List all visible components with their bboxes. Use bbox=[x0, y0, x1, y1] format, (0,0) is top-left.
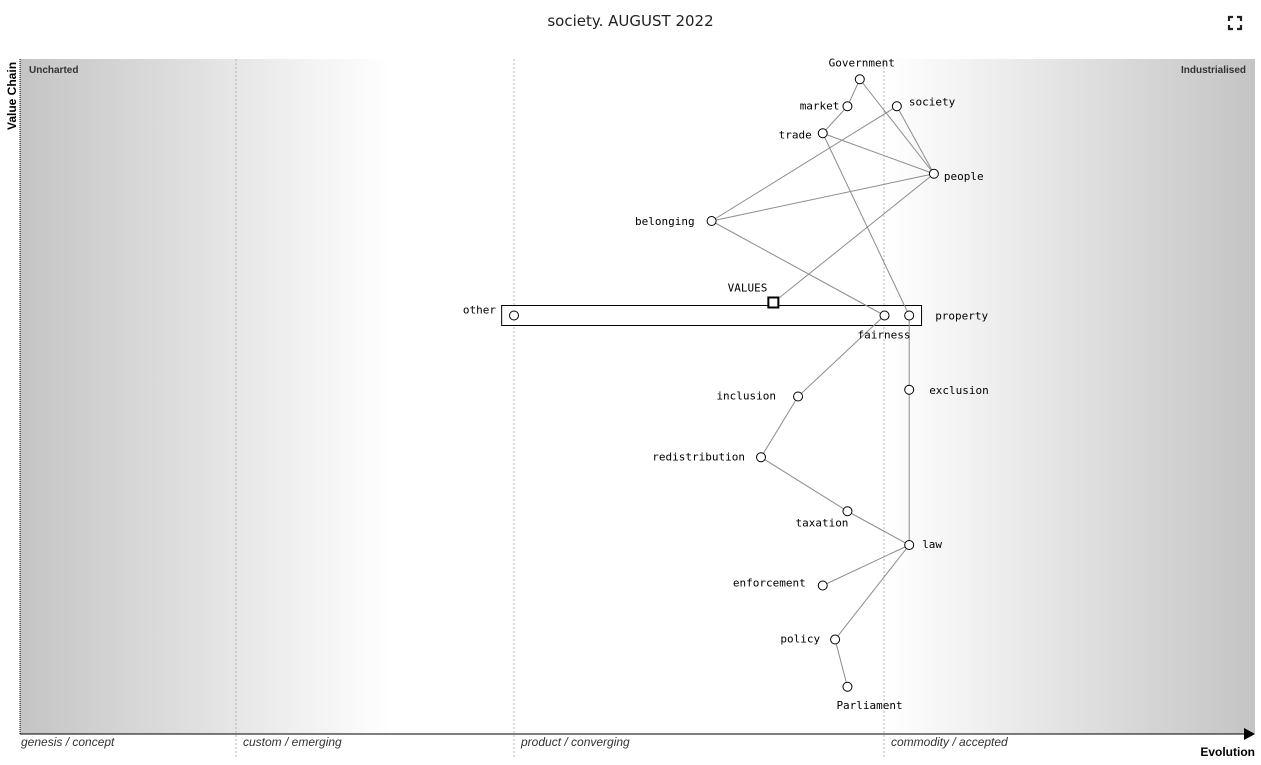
component-label-property: property bbox=[935, 310, 988, 323]
link-society-belonging bbox=[711, 105, 898, 222]
link-society-people bbox=[896, 106, 935, 174]
stage-label-product: product / converging bbox=[520, 735, 630, 749]
dependency-links bbox=[711, 78, 935, 687]
component-redistribution[interactable] bbox=[756, 452, 766, 463]
x-axis-arrow-icon bbox=[1244, 728, 1255, 740]
link-fairness-inclusion bbox=[797, 315, 885, 397]
stage-label-genesis: genesis / concept bbox=[21, 735, 115, 749]
pipeline-label-values: VALUES bbox=[728, 282, 768, 295]
component-label-fairness: fairness bbox=[858, 329, 911, 342]
link-market-trade bbox=[822, 105, 848, 134]
map-title: society. AUGUST 2022 bbox=[547, 12, 714, 30]
component-trade[interactable] bbox=[817, 128, 828, 139]
component-label-exclusion: exclusion bbox=[929, 384, 989, 397]
component-belonging[interactable] bbox=[706, 216, 717, 226]
values-pipeline-box[interactable] bbox=[501, 305, 923, 326]
stage-label-custom: custom / emerging bbox=[243, 735, 342, 749]
component-label-policy: policy bbox=[780, 633, 820, 646]
stage-dividers bbox=[235, 59, 885, 758]
link-government-people bbox=[859, 78, 935, 175]
component-other[interactable] bbox=[509, 310, 519, 321]
y-axis-label: Value Chain bbox=[5, 62, 19, 130]
component-label-redistribution: redistribution bbox=[652, 450, 745, 463]
component-parliament[interactable] bbox=[842, 681, 853, 692]
link-inclusion-redistribution bbox=[760, 396, 799, 458]
link-people-values bbox=[773, 173, 935, 303]
uncharted-label: Uncharted bbox=[29, 65, 78, 76]
component-label-society: society bbox=[909, 95, 956, 108]
component-fairness[interactable] bbox=[879, 310, 890, 321]
component-label-belonging: belonging bbox=[635, 215, 695, 228]
component-label-government: Government bbox=[829, 56, 895, 69]
pipeline-values[interactable] bbox=[767, 296, 780, 309]
component-label-people: people bbox=[944, 170, 984, 183]
stage-label-commodity: commodity / accepted bbox=[891, 735, 1008, 749]
components: Government market society trade people belong… bbox=[463, 56, 989, 712]
component-inclusion[interactable] bbox=[793, 391, 804, 402]
component-society[interactable] bbox=[891, 101, 902, 112]
component-property[interactable] bbox=[904, 310, 915, 321]
component-market[interactable] bbox=[842, 101, 853, 112]
fullscreen-expand-icon[interactable] bbox=[1226, 14, 1244, 32]
map-background bbox=[20, 59, 1255, 734]
link-trade-people bbox=[822, 132, 935, 175]
link-trade-property bbox=[822, 133, 910, 316]
link-policy-parliament bbox=[834, 639, 848, 687]
component-label-law: law bbox=[922, 538, 942, 551]
component-label-parliament: Parliament bbox=[836, 699, 902, 712]
industrialised-label: Industrialised bbox=[1181, 65, 1246, 76]
component-label-trade: trade bbox=[779, 128, 812, 141]
component-label-inclusion: inclusion bbox=[716, 390, 776, 403]
component-enforcement[interactable] bbox=[817, 580, 828, 591]
component-label-other: other bbox=[463, 304, 496, 317]
link-redistribution-taxation bbox=[760, 456, 848, 512]
component-exclusion[interactable] bbox=[904, 384, 915, 395]
component-government[interactable] bbox=[854, 74, 865, 85]
x-axis-label: Evolution bbox=[1200, 745, 1255, 759]
link-law-policy bbox=[834, 544, 910, 640]
component-label-enforcement: enforcement bbox=[733, 577, 806, 590]
component-policy[interactable] bbox=[830, 634, 841, 645]
component-label-taxation: taxation bbox=[795, 516, 848, 529]
component-taxation[interactable] bbox=[842, 506, 853, 517]
link-belonging-people bbox=[711, 173, 935, 222]
link-taxation-law bbox=[847, 510, 910, 546]
component-label-market: market bbox=[800, 99, 840, 112]
component-law[interactable] bbox=[904, 540, 915, 550]
link-law-enforcement bbox=[822, 544, 910, 586]
link-belonging-fairness bbox=[711, 220, 885, 316]
component-people[interactable] bbox=[928, 168, 939, 179]
